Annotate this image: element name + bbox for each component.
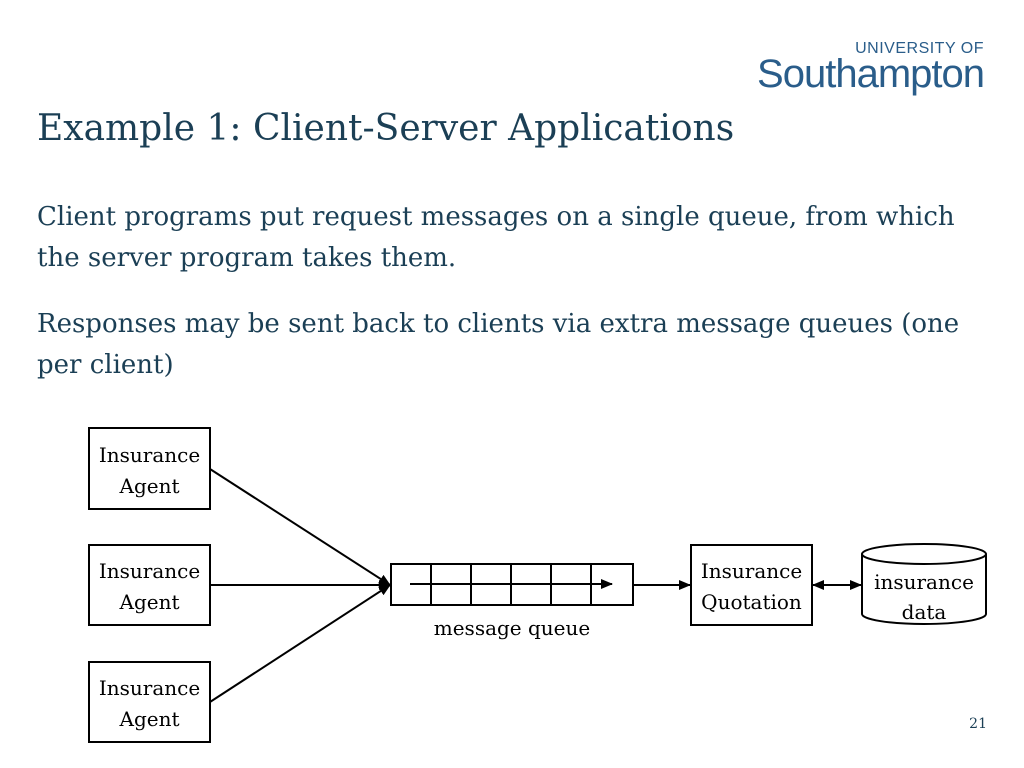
arrow-agent1-to-queue (209, 468, 391, 586)
insurance-agent-box-3: Insurance Agent (88, 661, 211, 743)
logo-line-southampton: Southampton (757, 52, 985, 96)
server-label-line1: Insurance (701, 559, 802, 583)
insurance-data-database: insurance data (861, 543, 987, 625)
university-logo: UNIVERSITY OF Southampton (739, 40, 985, 100)
page-number: 21 (969, 716, 987, 732)
agent-1-label-line2: Agent (119, 474, 180, 498)
database-label-line2: data (902, 600, 947, 624)
agent-2-label-line1: Insurance (99, 559, 200, 583)
insurance-agent-box-1: Insurance Agent (88, 427, 211, 510)
insurance-quotation-box: Insurance Quotation (690, 544, 813, 626)
paragraph-responses: Responses may be sent back to clients vi… (37, 309, 960, 380)
server-label-line2: Quotation (701, 590, 802, 614)
agent-2-label-line2: Agent (119, 590, 180, 614)
insurance-agent-box-2: Insurance Agent (88, 544, 211, 626)
agent-1-label-line1: Insurance (99, 443, 200, 467)
paragraph-client-programs: Client programs put request messages on … (37, 202, 955, 273)
message-queue-label: message queue (434, 616, 590, 640)
database-label-line1: insurance (874, 570, 974, 594)
slide-title: Example 1: Client-Server Applications (37, 108, 735, 149)
message-queue: message queue (390, 563, 634, 640)
arrow-agent3-to-queue (209, 584, 391, 703)
agent-3-label-line2: Agent (119, 707, 180, 731)
logo-line-university-of: UNIVERSITY OF (855, 40, 984, 57)
agent-3-label-line1: Insurance (99, 676, 200, 700)
